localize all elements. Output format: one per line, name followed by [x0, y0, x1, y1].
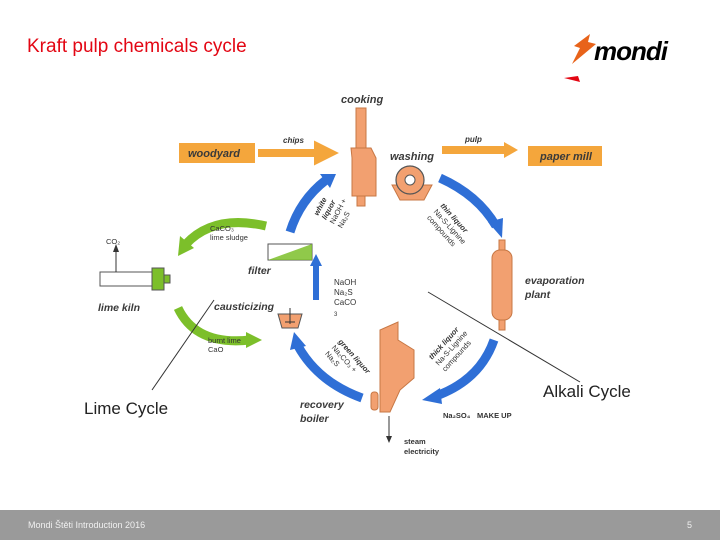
steam-label-1: steam	[404, 437, 426, 446]
evaporation-label-2: plant	[524, 289, 551, 301]
thin-liquor-arrow	[438, 173, 500, 229]
cooking-label: cooking	[341, 94, 383, 106]
mondi-mark-icon	[572, 34, 596, 64]
filter-chem-1: NaOH	[334, 278, 356, 287]
lime-cycle-pointer	[151, 299, 215, 391]
lime-kiln-label: lime kiln	[98, 302, 140, 314]
lime-cycle-label: Lime Cycle	[84, 399, 168, 418]
footer-bar: Mondi Štěti Introduction 2016 5	[0, 510, 720, 540]
evaporation-label-1: evaporation	[525, 275, 585, 287]
paper-mill-label: paper mill	[539, 151, 593, 163]
filter-label: filter	[248, 265, 272, 277]
green-liquor-arrow	[294, 343, 364, 403]
filter-chem-sub: 3	[334, 312, 338, 318]
alkali-cycle-pointer	[427, 291, 581, 383]
white-liquor-arrow	[285, 176, 329, 234]
white-liquor-text: white liquor NaOH + Na₂S	[312, 196, 352, 230]
makeup-label: MAKE UP	[477, 411, 512, 420]
filter-chem-2: Na₂S	[334, 288, 353, 297]
causticizing-tank	[277, 308, 303, 329]
digester-vessel	[350, 107, 377, 207]
paper-mill-box	[528, 146, 602, 166]
filter-chem-3: CaCO	[334, 298, 356, 307]
makeup-chem: Na₂SO₄	[443, 411, 471, 420]
lime-sludge-arrow	[182, 218, 268, 248]
causticizing-label: causticizing	[214, 301, 275, 313]
recovery-label-2: boiler	[300, 413, 330, 425]
page-number: 5	[686, 520, 692, 530]
co2-label: CO₂	[106, 237, 120, 246]
steam-label-2: electricity	[404, 447, 440, 456]
washing-label: washing	[390, 151, 434, 163]
recovery-boiler	[370, 321, 415, 413]
filter-unit	[267, 243, 313, 261]
woodyard-label: woodyard	[188, 148, 240, 160]
pulp-label: pulp	[464, 135, 482, 144]
thin-liquor-text: thin liquor Na-S-Lignine compounds	[425, 201, 470, 248]
logo-accent-icon	[564, 76, 580, 82]
mondi-wordmark: mondi	[594, 36, 668, 66]
thick-liquor-arrow	[434, 338, 499, 401]
burnt-lime-label-1: burnt lime	[208, 336, 241, 345]
chips-arrow	[258, 140, 339, 166]
woodyard-box	[179, 143, 255, 163]
burnt-lime-arrow	[173, 305, 251, 346]
alkali-cycle-label: Alkali Cycle	[543, 382, 631, 401]
chips-label: chips	[283, 136, 304, 145]
footer-text: Mondi Štěti Introduction 2016	[28, 520, 146, 530]
thick-liquor-text: thick liquor Na-S-Lignine compounds	[427, 324, 473, 373]
washer-drum	[391, 165, 433, 201]
caco3-label-2: lime sludge	[210, 233, 248, 242]
page-title: Kraft pulp chemicals cycle	[27, 36, 247, 57]
recovery-label-1: recovery	[300, 399, 345, 411]
mondi-logo: mondi	[560, 28, 700, 88]
evaporator-vessel	[491, 239, 513, 331]
burnt-lime-label-2: CaO	[208, 345, 224, 354]
lime-kiln	[99, 244, 171, 291]
caco3-label-1: CaCO₃	[210, 224, 234, 233]
